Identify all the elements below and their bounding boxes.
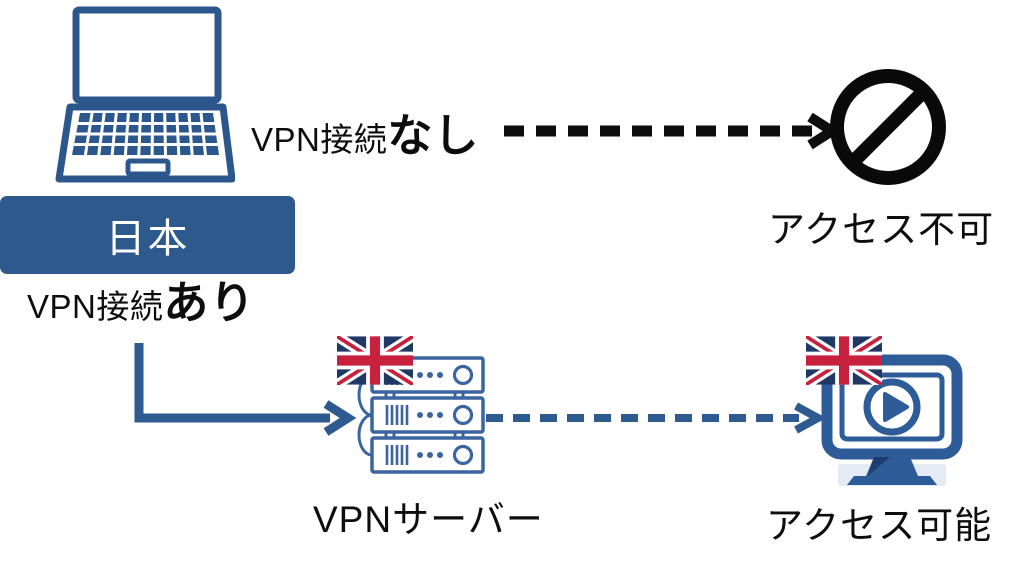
with-vpn-label-prefix: VPN接続: [27, 288, 164, 325]
country-box-japan: 日本: [0, 196, 295, 274]
uk-flag-icon: [337, 336, 413, 385]
no-vpn-label: VPN接続 なし: [251, 99, 479, 164]
vpn-server-label: VPNサーバー: [313, 499, 544, 540]
access-ok-label: アクセス可能: [766, 505, 993, 546]
monitor-play-icon: [818, 348, 968, 488]
play-icon: [863, 378, 921, 436]
no-vpn-label-emphasis: なし: [387, 110, 480, 161]
solid-arrow-with-vpn: [130, 333, 360, 438]
laptop-icon: [55, 3, 235, 185]
country-label: 日本: [105, 217, 190, 261]
dashed-arrow-to-monitor: [483, 400, 828, 436]
no-vpn-label-prefix: VPN接続: [251, 121, 388, 158]
with-vpn-label-emphasis: あり: [163, 277, 256, 328]
uk-flag-icon: [806, 336, 882, 385]
dashed-arrow-no-vpn: [500, 110, 845, 152]
access-denied-label: アクセス不可: [768, 209, 995, 250]
with-vpn-label: VPN接続 あり: [27, 266, 255, 331]
no-entry-icon: [823, 62, 953, 192]
